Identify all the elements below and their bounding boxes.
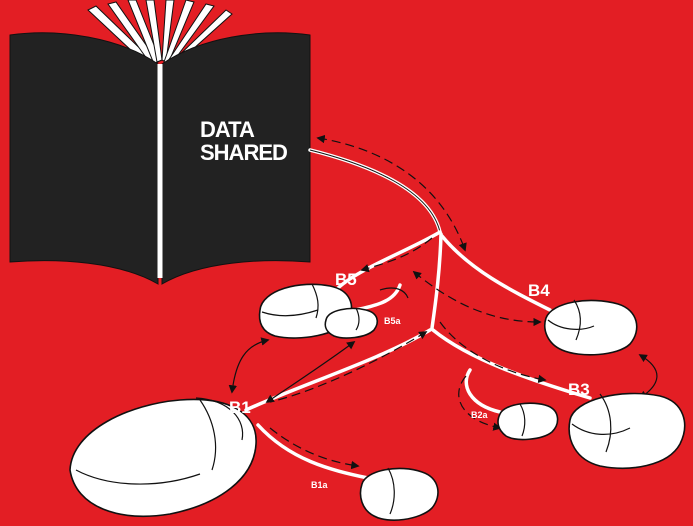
book-title-line-1: DATA	[200, 117, 255, 142]
label-b1a: B1a	[311, 480, 329, 490]
label-b3: B3	[568, 380, 590, 399]
label-b2a: B2a	[471, 410, 489, 420]
mouse-b3	[568, 392, 686, 469]
book-spine	[157, 64, 163, 278]
label-b5a: B5a	[384, 316, 402, 326]
data-flow-arrows	[228, 134, 658, 470]
mouse-b1	[69, 397, 257, 517]
label-b5: B5	[335, 270, 357, 289]
mouse-b5a	[324, 307, 379, 339]
book-icon: DATA SHARED	[9, 0, 311, 285]
mouse-b4	[544, 299, 638, 356]
book-left-cover	[9, 32, 159, 285]
label-b4: B4	[528, 281, 550, 300]
book-right-cover	[161, 32, 311, 285]
mouse-b1a	[359, 467, 439, 521]
book-title-line-2: SHARED	[200, 140, 287, 165]
mouse-b2a	[497, 402, 559, 441]
label-b1: B1	[229, 398, 251, 417]
